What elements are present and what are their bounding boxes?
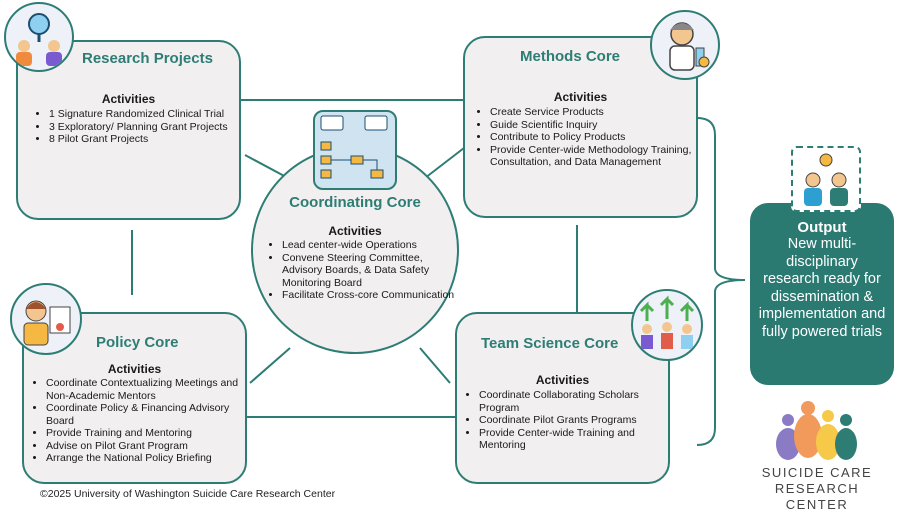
list-item: Coordinate Policy & Financing Advisory B…	[46, 402, 258, 427]
output-title: Output	[797, 219, 847, 236]
connector-coord-teamscience	[419, 347, 451, 384]
scientist-icon	[650, 10, 720, 80]
research-projects-box	[16, 40, 241, 220]
collaboration-idea-icon	[791, 146, 861, 212]
coordinating-core-activities-label: Activities	[328, 224, 382, 238]
policy-document-icon	[10, 283, 82, 355]
list-item: Guide Scientific Inquiry	[490, 119, 695, 132]
list-item: Provide Center-wide Training and Mentori…	[479, 427, 679, 452]
research-projects-activities-label: Activities	[101, 92, 156, 106]
coordinating-core-title: Coordinating Core	[289, 194, 421, 211]
list-item: Coordinate Contextualizing Meetings and …	[46, 377, 258, 402]
list-item: 8 Pilot Grant Projects	[49, 133, 229, 146]
list-item: 1 Signature Randomized Clinical Trial	[49, 108, 229, 121]
coordinating-core-list: Lead center-wide Operations Convene Stee…	[269, 239, 460, 302]
researchers-magnifier-icon	[4, 2, 74, 72]
list-item: Advise on Pilot Grant Program	[46, 440, 258, 453]
list-item: Arrange the National Policy Briefing	[46, 452, 258, 465]
research-projects-list: 1 Signature Randomized Clinical Trial 3 …	[36, 108, 229, 146]
list-item: Coordinate Collaborating Scholars Progra…	[479, 389, 679, 414]
methods-core-activities-label: Activities	[553, 90, 608, 104]
methods-core-title: Methods Core	[520, 48, 621, 65]
team-science-core-title: Team Science Core	[481, 335, 619, 352]
policy-core-list: Coordinate Contextualizing Meetings and …	[33, 377, 258, 465]
research-projects-title: Research Projects	[82, 50, 213, 67]
connector-coord-policy	[249, 347, 291, 384]
policy-core-activities-label: Activities	[107, 362, 162, 376]
list-item: Provide Training and Mentoring	[46, 427, 258, 440]
logo-line-2: RESEARCH CENTER	[774, 481, 860, 512]
team-growth-icon	[631, 289, 703, 361]
policy-core-title: Policy Core	[96, 334, 179, 351]
list-item: Contribute to Policy Products	[490, 131, 695, 144]
output-text: New multi-disciplinary research ready fo…	[758, 236, 886, 340]
list-item: Create Service Products	[490, 106, 695, 119]
suicide-care-logo-icon	[776, 401, 857, 460]
list-item: Coordinate Pilot Grants Programs	[479, 414, 679, 427]
team-science-core-activities-label: Activities	[535, 373, 590, 387]
connector-coord-research	[244, 154, 289, 179]
logo-line-1: SUICIDE CARE	[761, 465, 873, 480]
connector-coord-methods	[424, 147, 465, 179]
methods-core-list: Create Service Products Guide Scientific…	[477, 106, 695, 169]
list-item: Provide Center-wide Methodology Training…	[490, 144, 695, 169]
flowchart-meeting-icon	[313, 110, 397, 190]
list-item: Facilitate Cross-core Communication	[282, 289, 460, 302]
output-box: Output New multi-disciplinary research r…	[750, 203, 894, 385]
copyright-footer: ©2025 University of Washington Suicide C…	[40, 488, 336, 500]
output-bracket	[696, 117, 746, 446]
team-science-core-list: Coordinate Collaborating Scholars Progra…	[466, 389, 679, 452]
list-item: Lead center-wide Operations	[282, 239, 460, 252]
list-item: Convene Steering Committee, Advisory Boa…	[282, 252, 460, 290]
list-item: 3 Exploratory/ Planning Grant Projects	[49, 121, 229, 134]
logo-text: SUICIDE CARE RESEARCH CENTER	[742, 465, 892, 513]
